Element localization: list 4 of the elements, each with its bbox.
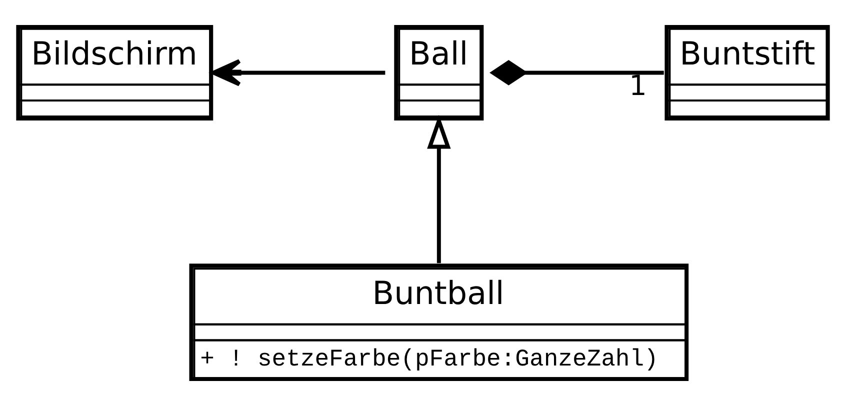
connector [490,59,664,85]
arrow [211,58,386,86]
arrow [427,114,451,263]
edge-label: 1 [629,68,647,102]
